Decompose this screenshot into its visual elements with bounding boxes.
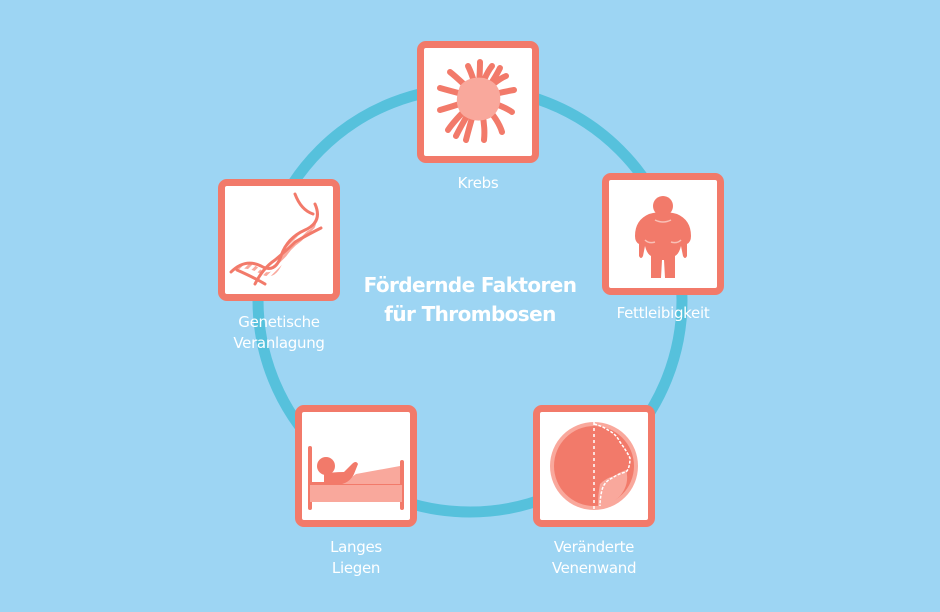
title-line-1: Fördernde Faktoren <box>363 273 577 297</box>
person-in-bed-icon <box>308 446 404 510</box>
dna-helix-icon <box>229 192 323 286</box>
title-line-2: für Thrombosen <box>384 302 556 326</box>
factor-label-venenwand: Veränderte Venenwand <box>551 538 637 577</box>
factor-box-fettleibigkeit <box>602 173 724 295</box>
factor-box-venenwand <box>533 405 655 527</box>
cancer-cell-icon <box>437 59 517 143</box>
factor-label-fettleibigkeit: Fettleibigkeit <box>616 304 710 322</box>
obese-person-icon <box>635 196 691 278</box>
factor-label-liegen: Langes Liegen <box>330 538 382 577</box>
factor-box-liegen <box>295 405 417 527</box>
vein-cross-section-icon <box>550 422 638 510</box>
factor-box-genetik <box>218 179 340 301</box>
factor-box-krebs <box>417 41 539 163</box>
factor-label-genetik: Genetische Veranlagung <box>233 313 325 352</box>
factor-label-krebs: Krebs <box>457 174 499 192</box>
diagram-title: Fördernde Faktoren für Thrombosen <box>340 271 600 329</box>
